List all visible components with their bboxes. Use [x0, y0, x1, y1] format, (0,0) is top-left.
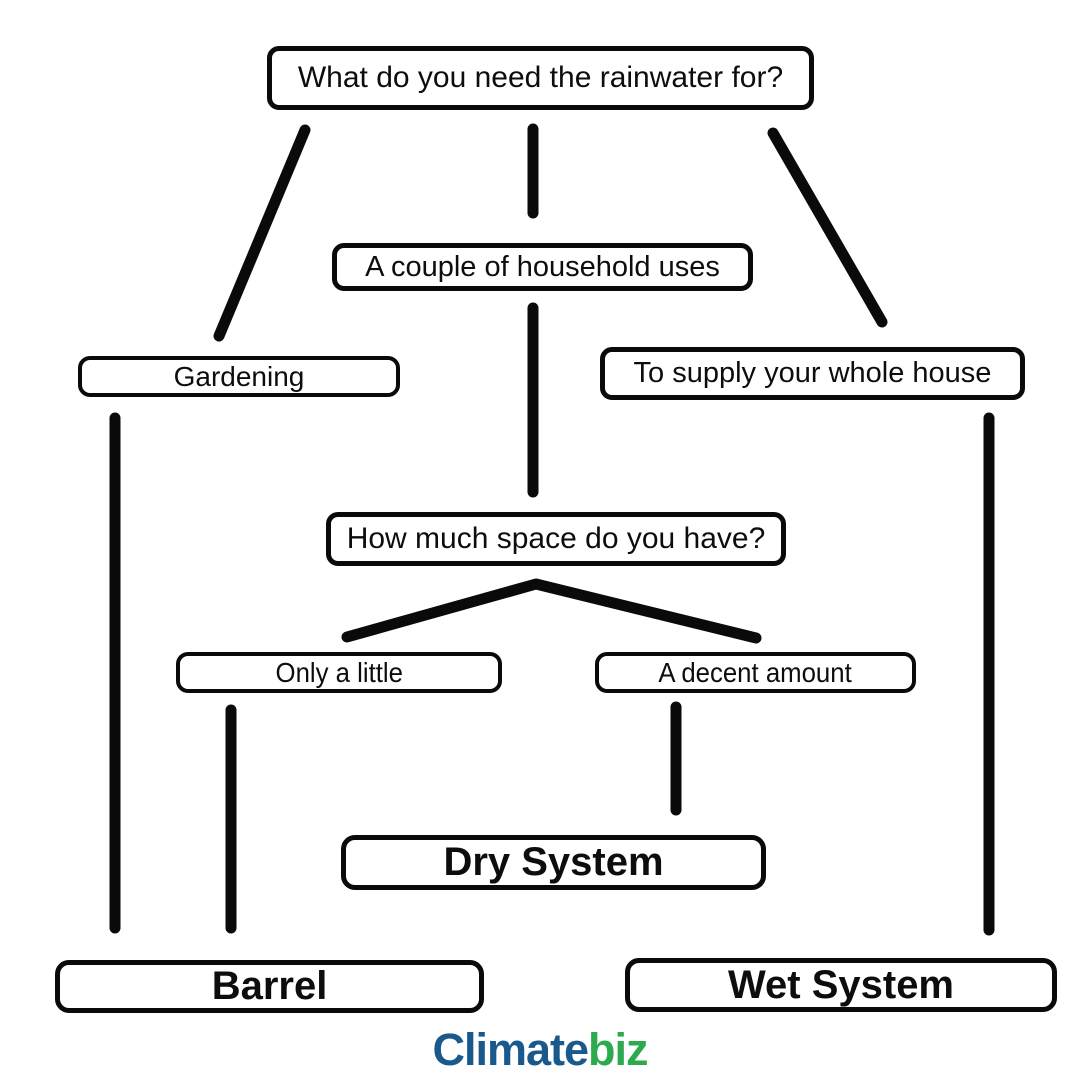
node-label: Gardening	[173, 360, 305, 392]
node-gardening: Gardening	[78, 356, 400, 397]
edge-need-to-gardening	[213, 124, 311, 342]
node-label: A couple of household uses	[365, 250, 720, 283]
node-household-uses: A couple of household uses	[332, 243, 753, 291]
logo-text-biz: biz	[588, 1024, 648, 1075]
edge-space-to-options	[341, 578, 762, 644]
logo-text-climate: Climate	[432, 1024, 589, 1075]
node-label: To supply your whole house	[633, 357, 992, 389]
node-only-a-little: Only a little	[176, 652, 502, 693]
node-result-dry-system: Dry System	[341, 835, 766, 890]
edge-need-to-whole-house	[767, 127, 888, 328]
node-whole-house: To supply your whole house	[600, 347, 1025, 400]
node-label: Dry System	[443, 840, 664, 884]
node-label: Barrel	[211, 964, 328, 1008]
climatebiz-logo: Climatebiz	[0, 1024, 1080, 1076]
node-question-rainwater-need: What do you need the rainwater for?	[267, 46, 814, 110]
node-question-space: How much space do you have?	[326, 512, 786, 566]
node-result-wet-system: Wet System	[625, 958, 1057, 1012]
node-label: How much space do you have?	[346, 522, 766, 555]
node-result-barrel: Barrel	[55, 960, 484, 1013]
node-label: Wet System	[727, 962, 954, 1007]
node-label: A decent amount	[658, 656, 853, 688]
node-decent-amount: A decent amount	[595, 652, 916, 693]
node-label: Only a little	[275, 656, 403, 688]
node-label: What do you need the rainwater for?	[297, 61, 784, 94]
